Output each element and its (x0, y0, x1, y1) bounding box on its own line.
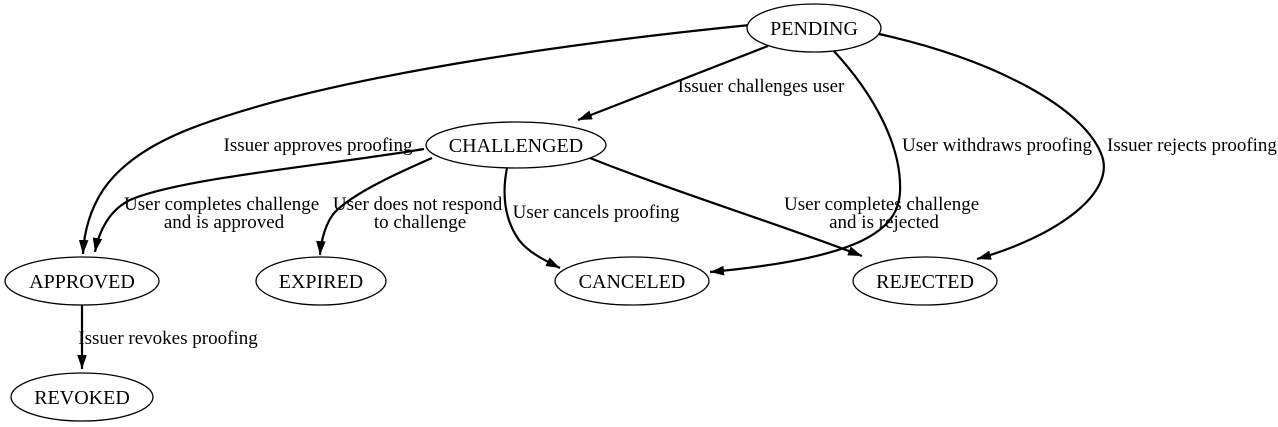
edge-challenged-to-rejected (589, 156, 863, 258)
edge-challenged-to-canceled (503, 167, 561, 269)
edges-layer (77, 23, 1105, 369)
state-ellipse-pending (746, 3, 882, 53)
edge-label-line: to challenge (374, 212, 466, 233)
state-node-approved: APPROVED (4, 256, 160, 306)
state-label-pending: PENDING (770, 18, 858, 40)
state-node-canceled: CANCELED (554, 256, 710, 306)
state-label-challenged: CHALLENGED (449, 135, 583, 157)
edge-label-issuer-approves-proofing: Issuer approves proofing (224, 135, 413, 156)
state-node-rejected: REJECTED (852, 256, 998, 306)
edge-label-issuer-rejects-proofing: Issuer rejects proofing (1107, 135, 1277, 156)
state-label-canceled: CANCELED (579, 271, 686, 293)
edge-label-line: User completes challenge (784, 194, 979, 215)
edge-label-user-withdraws-proofing: User withdraws proofing (902, 135, 1092, 156)
edge-label-completes-challenge-approved: User completes challenge and is approved (124, 194, 324, 233)
state-ellipse-canceled (554, 256, 710, 306)
state-label-rejected: REJECTED (876, 271, 974, 293)
state-ellipse-rejected (852, 256, 998, 306)
edge-label-issuer-challenges-user: Issuer challenges user (678, 76, 845, 97)
edge-label-completes-challenge-rejected: User completes challenge and is rejected (784, 194, 984, 233)
edge-pending-to-approved (78, 23, 751, 255)
state-ellipse-expired (255, 256, 387, 306)
state-node-expired: EXPIRED (255, 256, 387, 306)
state-label-expired: EXPIRED (279, 271, 363, 293)
edge-pending-to-canceled (709, 48, 902, 276)
nodes-layer: PENDING CHALLENGED APPROVED EXPIRED CANC… (4, 3, 998, 422)
state-ellipse-revoked (10, 372, 154, 422)
state-ellipse-challenged (425, 121, 607, 169)
edge-pending-to-challenged (577, 44, 769, 122)
state-ellipse-approved (4, 256, 160, 306)
edge-pending-to-rejected (878, 32, 1105, 261)
edge-label-line: User does not respond (333, 194, 503, 215)
edge-label-line: User completes challenge (124, 194, 319, 215)
state-node-pending: PENDING (746, 3, 882, 53)
edge-labels-layer: Issuer challenges user Issuer approves p… (78, 76, 1277, 349)
edge-label-issuer-revokes-proofing: Issuer revokes proofing (78, 328, 258, 349)
edge-label-user-cancels-proofing: User cancels proofing (513, 202, 680, 223)
state-label-approved: APPROVED (29, 271, 135, 293)
edge-challenged-to-approved (92, 147, 425, 253)
edge-label-line: and is rejected (829, 212, 939, 233)
state-node-challenged: CHALLENGED (425, 121, 607, 169)
state-label-revoked: REVOKED (34, 387, 130, 409)
edge-label-line: and is approved (164, 212, 285, 233)
state-node-revoked: REVOKED (10, 372, 154, 422)
edge-challenged-to-expired (316, 156, 433, 256)
edge-label-does-not-respond: User does not respond to challenge (333, 194, 507, 233)
